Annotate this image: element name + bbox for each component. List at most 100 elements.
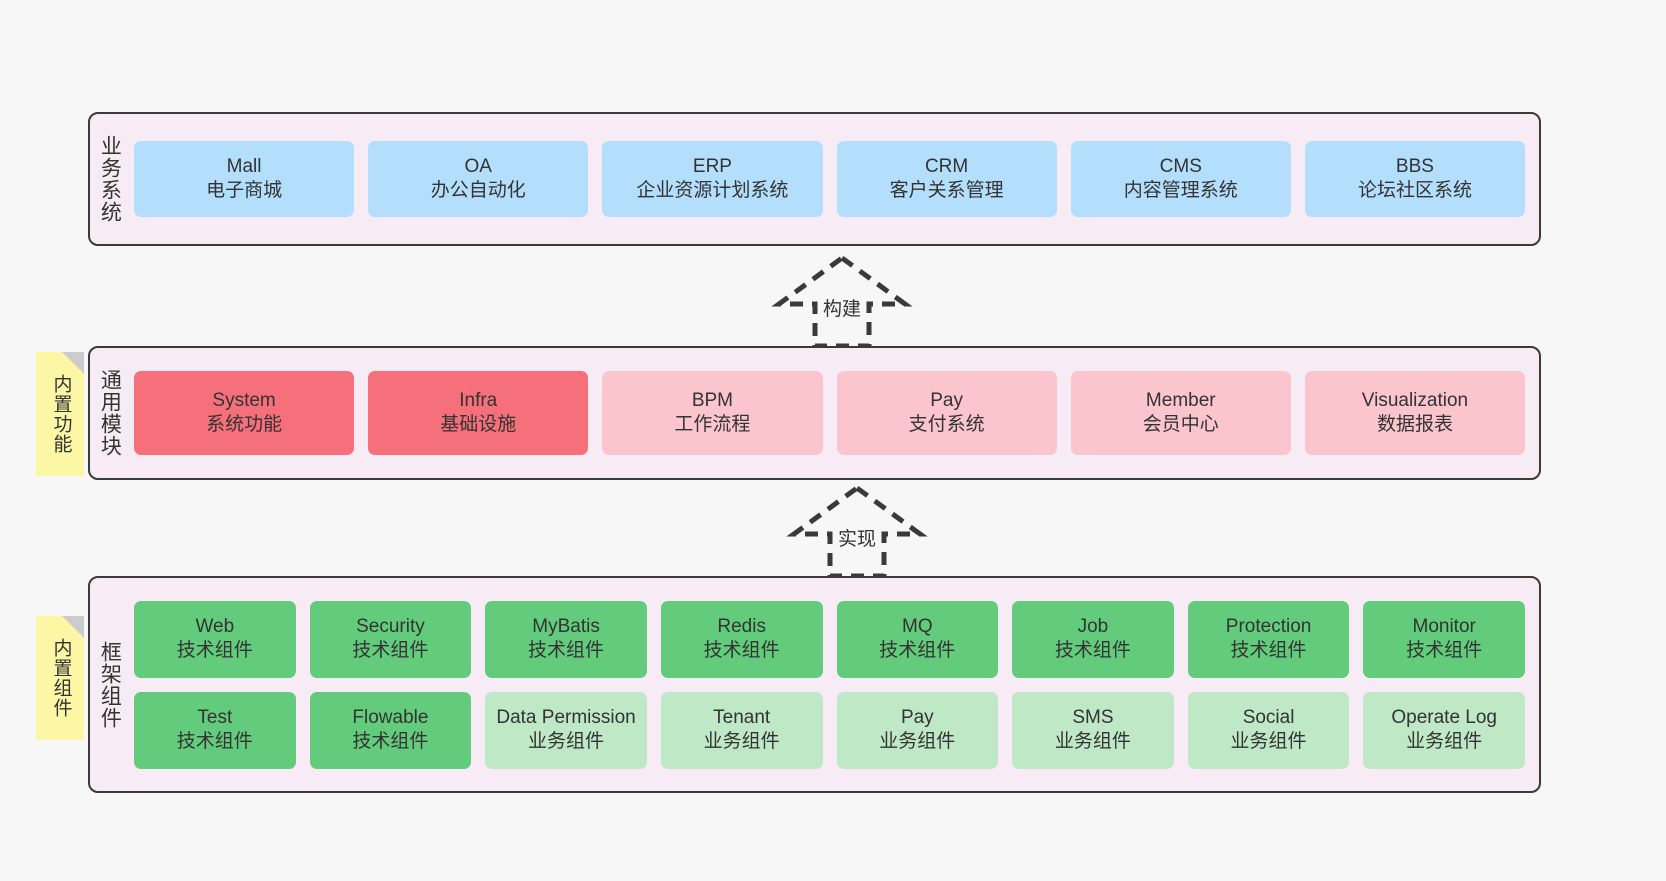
business-system-card-row: Mall 电子商城 OA 办公自动化 ERP 企业资源计划系统 CRM 客户关系… <box>134 141 1526 217</box>
card-data-permission-subtitle: 业务组件 <box>528 731 605 752</box>
card-social[interactable]: Social 业务组件 <box>1187 691 1350 769</box>
card-redis[interactable]: Redis 技术组件 <box>660 600 823 678</box>
layer-business-system-caption: 业务系统 <box>98 135 122 223</box>
card-pay-module[interactable]: Pay 支付系统 <box>836 371 1057 455</box>
card-system[interactable]: System 系统功能 <box>134 371 355 455</box>
card-security-title: Security <box>356 615 425 637</box>
card-pay-component-subtitle: 业务组件 <box>879 731 956 752</box>
card-tenant-title: Tenant <box>713 706 771 728</box>
card-mybatis-title: MyBatis <box>532 615 600 637</box>
connector-realize: 实现 <box>772 482 942 582</box>
note-fold-icon <box>62 616 84 638</box>
card-cms-title: CMS <box>1159 155 1202 177</box>
card-protection-subtitle: 技术组件 <box>1230 640 1307 661</box>
layer-framework-components: 框架组件 Web 技术组件 Security 技术组件 MyBatis 技术组件… <box>88 576 1541 793</box>
card-pay-module-subtitle: 支付系统 <box>908 414 985 435</box>
card-job-subtitle: 技术组件 <box>1054 640 1131 661</box>
card-monitor-subtitle: 技术组件 <box>1406 640 1483 661</box>
framework-business-card-row: Test 技术组件 Flowable 技术组件 Data Permission … <box>134 691 1525 769</box>
card-mq-subtitle: 技术组件 <box>879 640 956 661</box>
card-mall-subtitle: 电子商城 <box>206 180 283 201</box>
card-protection-title: Protection <box>1225 615 1312 637</box>
card-sms-title: SMS <box>1072 706 1114 728</box>
card-web-subtitle: 技术组件 <box>176 640 253 661</box>
card-bbs-subtitle: 论坛社区系统 <box>1357 180 1472 201</box>
card-pay-component[interactable]: Pay 业务组件 <box>836 691 999 769</box>
card-member[interactable]: Member 会员中心 <box>1070 371 1291 455</box>
card-test[interactable]: Test 技术组件 <box>134 691 296 769</box>
card-tenant[interactable]: Tenant 业务组件 <box>660 691 823 769</box>
card-system-subtitle: 系统功能 <box>206 414 283 435</box>
card-system-title: System <box>212 389 276 411</box>
generalization-arrow-icon <box>771 254 913 349</box>
card-web[interactable]: Web 技术组件 <box>134 600 296 678</box>
card-data-permission-title: Data Permission <box>496 706 636 728</box>
card-bbs[interactable]: BBS 论坛社区系统 <box>1304 141 1526 217</box>
card-monitor[interactable]: Monitor 技术组件 <box>1363 600 1525 678</box>
card-cms-subtitle: 内容管理系统 <box>1123 180 1238 201</box>
card-monitor-title: Monitor <box>1412 615 1476 637</box>
card-web-title: Web <box>195 615 235 637</box>
card-member-title: Member <box>1145 389 1216 411</box>
layer-common-modules-caption: 通用模块 <box>98 369 122 457</box>
card-oa-subtitle: 办公自动化 <box>430 180 526 201</box>
card-visualization-subtitle: 数据报表 <box>1376 414 1453 435</box>
card-visualization-title: Visualization <box>1361 389 1469 411</box>
card-job[interactable]: Job 技术组件 <box>1012 600 1174 678</box>
card-infra-title: Infra <box>459 389 498 411</box>
card-flowable-subtitle: 技术组件 <box>352 731 429 752</box>
card-security[interactable]: Security 技术组件 <box>309 600 472 678</box>
card-social-title: Social <box>1242 706 1295 728</box>
card-mq[interactable]: MQ 技术组件 <box>836 600 999 678</box>
card-test-subtitle: 技术组件 <box>176 731 253 752</box>
card-mybatis-subtitle: 技术组件 <box>528 640 605 661</box>
card-data-permission[interactable]: Data Permission 业务组件 <box>485 691 647 769</box>
card-erp[interactable]: ERP 企业资源计划系统 <box>602 141 823 217</box>
card-bbs-title: BBS <box>1395 155 1434 177</box>
card-mybatis[interactable]: MyBatis 技术组件 <box>485 600 647 678</box>
card-cms[interactable]: CMS 内容管理系统 <box>1070 141 1291 217</box>
card-flowable[interactable]: Flowable 技术组件 <box>309 691 472 769</box>
note-fold-icon <box>62 352 84 374</box>
card-tenant-subtitle: 业务组件 <box>703 731 780 752</box>
card-oa[interactable]: OA 办公自动化 <box>368 141 589 217</box>
card-bpm-subtitle: 工作流程 <box>674 414 751 435</box>
card-crm-title: CRM <box>924 155 969 177</box>
card-bpm-title: BPM <box>691 389 734 411</box>
card-sms[interactable]: SMS 业务组件 <box>1012 691 1174 769</box>
connector-build: 构建 <box>757 252 927 352</box>
card-member-subtitle: 会员中心 <box>1142 414 1219 435</box>
card-flowable-title: Flowable <box>352 706 429 728</box>
card-job-title: Job <box>1077 615 1109 637</box>
card-security-subtitle: 技术组件 <box>352 640 429 661</box>
card-infra-subtitle: 基础设施 <box>440 414 517 435</box>
card-sms-subtitle: 业务组件 <box>1054 731 1131 752</box>
card-redis-title: Redis <box>717 615 766 637</box>
generalization-arrow-icon <box>786 484 928 579</box>
layer-framework-components-body: Web 技术组件 Security 技术组件 MyBatis 技术组件 Redi… <box>128 578 1539 791</box>
card-protection[interactable]: Protection 技术组件 <box>1187 600 1350 678</box>
card-mall-title: Mall <box>226 155 262 177</box>
card-test-title: Test <box>197 706 233 728</box>
card-infra[interactable]: Infra 基础设施 <box>368 371 589 455</box>
framework-tech-card-row: Web 技术组件 Security 技术组件 MyBatis 技术组件 Redi… <box>134 600 1525 678</box>
card-crm-subtitle: 客户关系管理 <box>889 180 1004 201</box>
card-mall[interactable]: Mall 电子商城 <box>134 141 355 217</box>
card-mq-title: MQ <box>902 615 933 637</box>
layer-common-modules-body: System 系统功能 Infra 基础设施 BPM 工作流程 Pay 支付系统… <box>128 348 1539 478</box>
common-modules-card-row: System 系统功能 Infra 基础设施 BPM 工作流程 Pay 支付系统… <box>134 371 1526 455</box>
card-operate-log-title: Operate Log <box>1391 706 1497 728</box>
card-operate-log[interactable]: Operate Log 业务组件 <box>1363 691 1525 769</box>
card-pay-module-title: Pay <box>930 389 963 411</box>
card-visualization[interactable]: Visualization 数据报表 <box>1304 371 1526 455</box>
card-bpm[interactable]: BPM 工作流程 <box>602 371 823 455</box>
note-builtin-functions: 内置功能 <box>36 352 84 476</box>
card-crm[interactable]: CRM 客户关系管理 <box>836 141 1057 217</box>
layer-business-system: 业务系统 Mall 电子商城 OA 办公自动化 ERP 企业资源计划系统 CRM <box>88 112 1541 246</box>
card-operate-log-subtitle: 业务组件 <box>1406 731 1483 752</box>
note-builtin-components-label: 内置组件 <box>50 638 72 718</box>
card-pay-component-title: Pay <box>900 706 934 728</box>
note-builtin-components: 内置组件 <box>36 616 84 740</box>
note-builtin-functions-label: 内置功能 <box>50 374 72 454</box>
